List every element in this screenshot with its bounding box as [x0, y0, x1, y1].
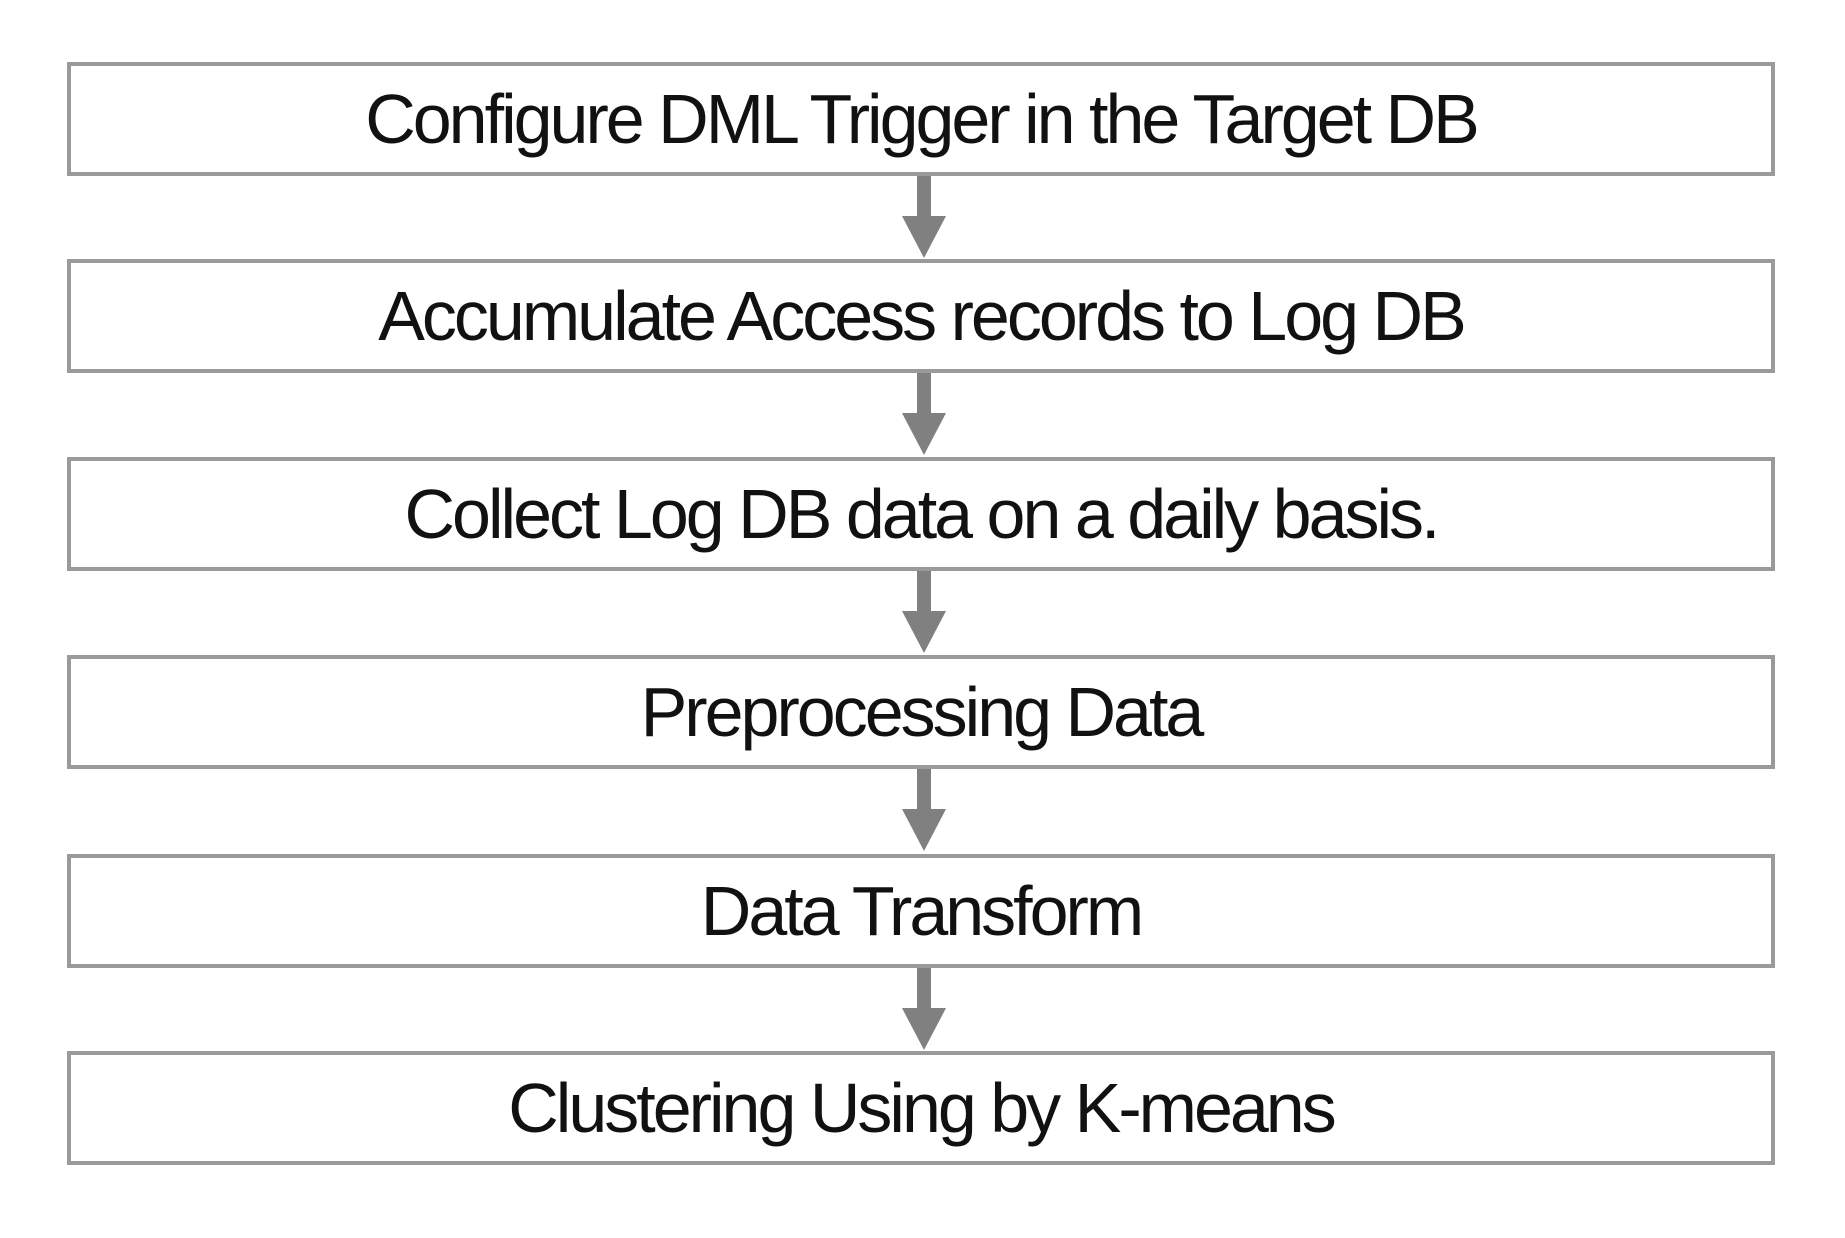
- step-label-6: Clustering Using by K-means: [508, 1069, 1336, 1147]
- step-box-4: Preprocessing Data: [67, 655, 1775, 769]
- step-label-3: Collect Log DB data on a daily basis.: [404, 475, 1441, 553]
- step-label-2: Accumulate Access records to Log DB: [378, 277, 1467, 355]
- step-label-5: Data Transform: [700, 872, 1144, 950]
- down-arrow-icon: [902, 571, 946, 653]
- step-box-5: Data Transform: [67, 854, 1775, 968]
- step-label-4: Preprocessing Data: [640, 673, 1205, 751]
- down-arrow-icon: [902, 968, 946, 1050]
- down-arrow-icon: [902, 176, 946, 258]
- down-arrow-icon: [902, 769, 946, 851]
- step-box-3: Collect Log DB data on a daily basis.: [67, 457, 1775, 571]
- step-box-2: Accumulate Access records to Log DB: [67, 259, 1775, 373]
- step-label-1: Configure DML Trigger in the Target DB: [365, 80, 1480, 158]
- step-box-1: Configure DML Trigger in the Target DB: [67, 62, 1775, 176]
- down-arrow-icon: [902, 373, 946, 455]
- step-box-6: Clustering Using by K-means: [67, 1051, 1775, 1165]
